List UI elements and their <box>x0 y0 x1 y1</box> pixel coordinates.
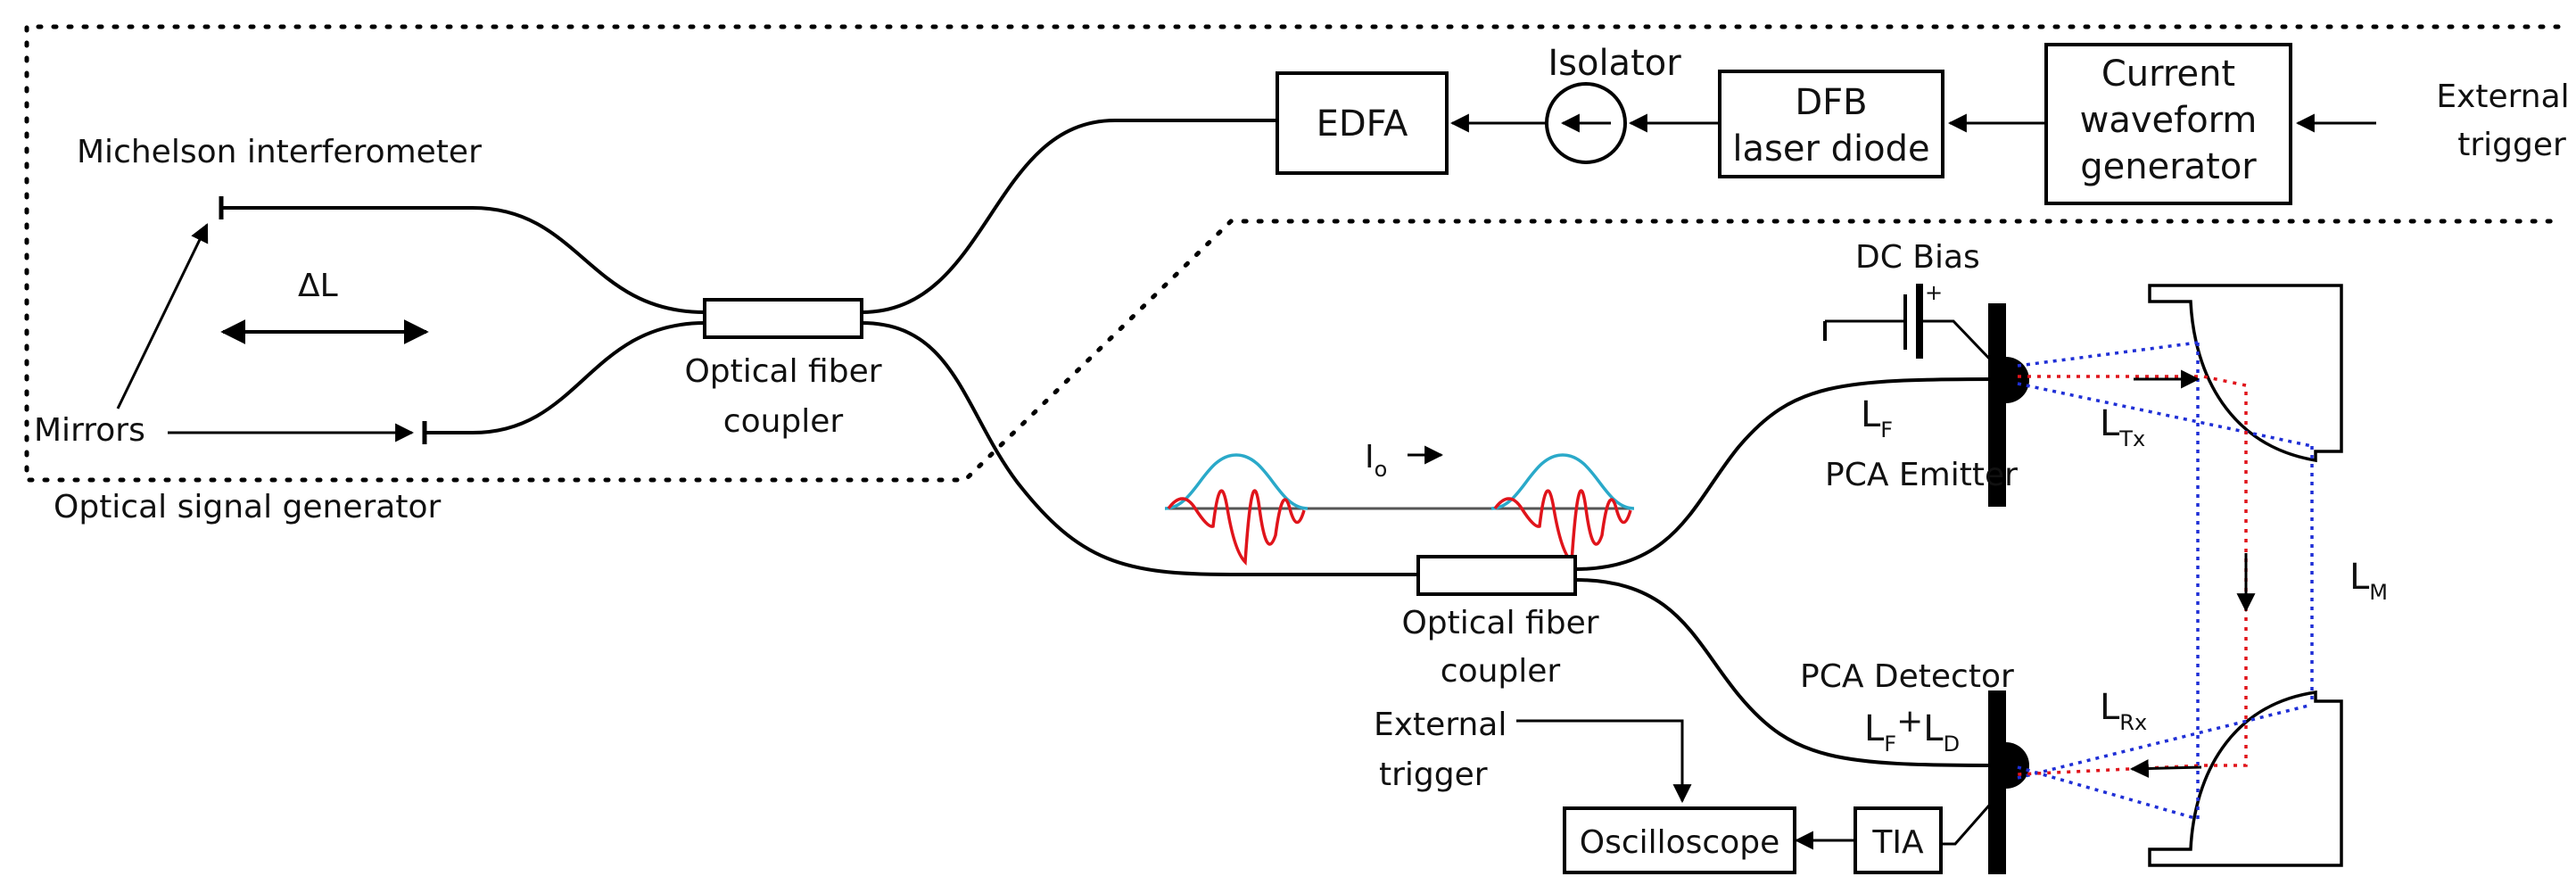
optical-signal-generator-boundary <box>24 24 2561 483</box>
optical-path <box>2017 369 2256 779</box>
lf-label: LF <box>1861 394 1893 442</box>
tia-label: TIA <box>1871 824 1924 861</box>
current-waveform-generator-box <box>2044 43 2292 205</box>
lm-label: LM <box>2349 557 2388 605</box>
parabolic-mirror-bottom <box>2148 690 2343 867</box>
path-arrow-left <box>2129 759 2202 779</box>
fiber-to-emitter <box>1574 377 1999 571</box>
fiber-to-coupler-2 <box>861 321 1418 576</box>
external-trigger-bottom-arrow <box>1516 719 1692 804</box>
external-trigger-top-line1: External <box>2436 79 2569 115</box>
pulse-1-carrier <box>1167 489 1306 566</box>
dc-bias-label: DC Bias <box>1855 239 1980 276</box>
coupler-1-label-line1: Optical fiber <box>684 353 881 390</box>
tia-box <box>1854 806 1943 874</box>
fiber-to-edfa <box>861 119 1277 314</box>
dfb-label-line1: DFB <box>1795 82 1867 123</box>
io-label: Io <box>1365 439 1387 482</box>
oscilloscope-label: Oscilloscope <box>1580 824 1780 861</box>
mirrors-pointer-top <box>116 223 209 409</box>
coupler-1-label-line2: coupler <box>723 403 844 440</box>
fiber-to-detector <box>1574 578 1999 767</box>
current-label-line1: Current <box>2101 54 2235 95</box>
edfa-box <box>1276 71 1449 175</box>
optical-fiber-coupler-1 <box>703 298 863 339</box>
pulse-2-carrier <box>1493 489 1632 566</box>
pulse-train <box>1164 453 1635 566</box>
pca-detector-label: PCA Detector <box>1800 658 2014 695</box>
coupler-2-label-line1: Optical fiber <box>1401 605 1598 641</box>
interferometer-arm-bottom <box>425 321 706 434</box>
michelson-label: Michelson interferometer <box>77 134 482 170</box>
coupler-2-label-line2: coupler <box>1441 653 1561 690</box>
isolator-label: Isolator <box>1548 43 1681 84</box>
parabolic-mirror-top <box>2148 284 2343 463</box>
pca-emitter-lens <box>2006 357 2029 403</box>
interferometer-arm-top <box>221 206 706 314</box>
oscilloscope-box <box>1563 806 1796 874</box>
ltx-label: LTx <box>2100 403 2145 451</box>
pulse-2-envelope <box>1490 453 1635 510</box>
bias-wire <box>1920 319 1996 366</box>
current-label-line3: generator <box>2080 146 2257 187</box>
dfb-laser-diode-box <box>1718 70 1944 178</box>
edfa-label: EDFA <box>1317 103 1408 145</box>
pca-detector-substrate <box>1988 690 2006 874</box>
thz-beam <box>2017 341 2314 821</box>
pca-emitter-substrate <box>1988 303 2006 507</box>
pca-emitter-label: PCA Emitter <box>1825 457 2018 493</box>
dfb-label-line2: laser diode <box>1732 128 1929 170</box>
battery-plus-sign: + <box>1925 280 1943 305</box>
optical-fiber-coupler-2 <box>1416 555 1577 596</box>
mirrors-label: Mirrors <box>34 412 145 449</box>
optical-signal-generator-label: Optical signal generator <box>54 489 442 525</box>
external-trigger-top-line2: trigger <box>2457 127 2566 163</box>
lf-ld-label: LF+LD <box>1864 703 1960 757</box>
delta-l-label: ΔL <box>298 268 338 304</box>
lrx-label: LRx <box>2100 687 2147 735</box>
external-trigger-bottom-line2: trigger <box>1379 757 1488 793</box>
external-trigger-bottom-line1: External <box>1374 707 1507 743</box>
pulse-1-envelope <box>1164 453 1309 510</box>
detector-to-tia-wire <box>1941 798 1996 846</box>
pca-detector-lens <box>2006 742 2029 789</box>
current-label-line2: waveform <box>2080 100 2258 141</box>
